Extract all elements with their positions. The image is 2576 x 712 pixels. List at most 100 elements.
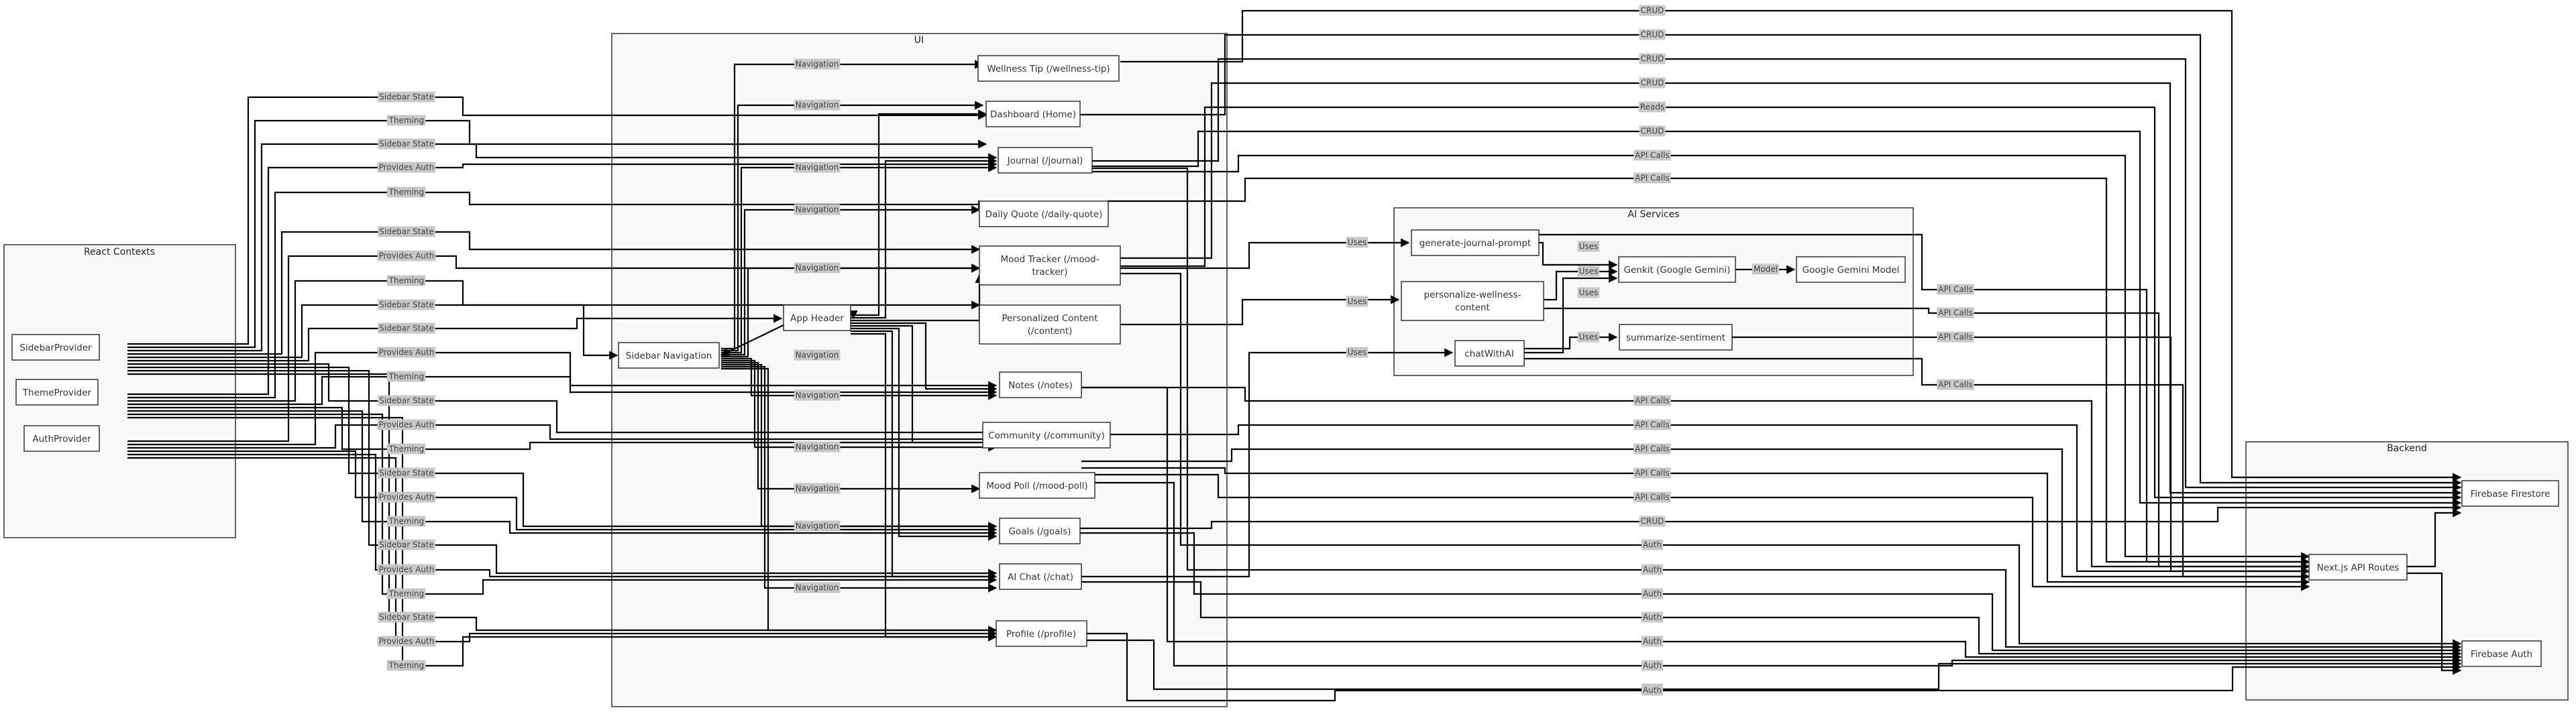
edge-label-backend: Auth [1641,539,1664,550]
edge-label-backend-text: API Calls [1635,151,1669,160]
edge-label-context-text: Theming [388,589,425,599]
edge-label-uses-text: Uses [1348,348,1367,357]
edge-label-model-text: Model [1754,265,1778,274]
node-personalize-wellness-content-label-1: personalize-wellness- [1424,290,1521,300]
edge-label-context-text: Provides Auth [379,493,435,502]
edge-label-context-text: Sidebar State [379,93,433,102]
node-notes[interactable]: Notes (/notes) [999,371,1082,398]
node-personalized-content[interactable]: Personalized Content (/content) [979,304,1121,345]
node-firebase-firestore-label: Firebase Firestore [2471,489,2551,499]
edge-label-model: Model [1752,263,1780,275]
edge-label-backend: API Calls [1633,395,1671,406]
edge-label-api-calls-text: API Calls [1938,333,1972,342]
edge-label-context-text: Sidebar State [379,396,433,406]
node-dashboard[interactable]: Dashboard (Home) [985,101,1081,127]
node-mood-tracker[interactable]: Mood Tracker (/mood- tracker) [979,245,1121,286]
node-generate-journal-prompt[interactable]: generate-journal-prompt [1411,229,1540,256]
edge-label-context-text: Theming [388,276,425,286]
edge-label-context: Theming [386,516,426,527]
edge-label-context-text: Sidebar State [379,613,433,622]
edge-label-backend-text: Auth [1643,565,1662,575]
node-google-gemini-model-label: Google Gemini Model [1803,265,1900,276]
edge-label-context-text: Theming [388,116,425,125]
node-firebase-firestore[interactable]: Firebase Firestore [2461,480,2559,507]
edge-label-context-text: Provides Auth [379,251,435,261]
edge-label-navigation: Navigation [794,390,841,401]
node-theme-provider[interactable]: ThemeProvider [15,379,99,406]
node-journal[interactable]: Journal (/journal) [998,147,1093,174]
node-summarize-sentiment[interactable]: summarize-sentiment [1619,324,1733,351]
node-auth-provider-label: AuthProvider [32,434,91,444]
node-sidebar-navigation-label: Sidebar Navigation [626,351,712,361]
cluster-react-contexts-title: React Contexts [84,247,155,257]
node-community-label: Community (/community) [988,430,1105,441]
edge-label-backend: API Calls [1633,491,1671,503]
node-mood-poll[interactable]: Mood Poll (/mood-poll) [979,472,1095,499]
edge-label-backend-text: Auth [1643,661,1662,670]
node-nextjs-api-routes[interactable]: Next.js API Routes [2308,554,2408,581]
node-ai-chat-label: AI Chat (/chat) [1008,572,1073,583]
node-app-header[interactable]: App Header [783,304,851,331]
edge-label-backend-text: Reads [1640,103,1664,112]
edge-label-context-text: Sidebar State [379,324,433,333]
node-goals[interactable]: Goals (/goals) [999,518,1081,544]
edge-label-navigation: Navigation [794,262,841,274]
edge-label-backend-text: API Calls [1635,396,1669,406]
edge-label-context-text: Provides Auth [379,348,435,357]
node-google-gemini-model[interactable]: Google Gemini Model [1796,256,1906,283]
edge-label-context: Provides Auth [377,491,436,503]
edge-label-backend-text: Auth [1643,540,1662,550]
node-personalize-wellness-content-label-2: content [1455,302,1490,313]
edge-label-backend: Auth [1641,636,1664,647]
edge-label-navigation: Navigation [794,99,841,111]
node-genkit[interactable]: Genkit (Google Gemini) [1618,256,1736,283]
node-personalize-wellness-content[interactable]: personalize-wellness- content [1401,281,1544,321]
edge-label-context-text: Provides Auth [379,637,435,646]
edge-label-backend: Auth [1641,660,1664,671]
edge-label-context-text: Theming [388,444,425,454]
edge-label-navigation: Navigation [794,204,841,215]
edge-label-uses-text: Uses [1348,297,1367,306]
edge-label-context: Provides Auth [377,250,436,261]
edge-label-context: Sidebar State [378,226,435,237]
node-personalized-content-label-2: (/content) [1028,326,1073,337]
node-sidebar-provider[interactable]: SidebarProvider [11,334,100,361]
edge-label-uses-text: Uses [1579,267,1599,276]
edge-label-api-calls-text: API Calls [1938,285,1972,294]
edge-label-context: Sidebar State [378,395,435,406]
node-personalized-content-label-1: Personalized Content [1002,313,1097,324]
edge-label-context-text: Provides Auth [379,420,435,430]
node-profile[interactable]: Profile (/profile) [996,620,1087,647]
edge-label-backend: API Calls [1633,419,1671,430]
node-auth-provider[interactable]: AuthProvider [23,425,100,452]
edge-label-context-text: Sidebar State [379,300,433,310]
edge-label-context: Theming [386,371,426,382]
node-wellness-tip[interactable]: Wellness Tip (/wellness-tip) [977,55,1120,82]
node-firebase-auth[interactable]: Firebase Auth [2461,640,2542,667]
edge-label-navigation-text: Navigation [796,205,839,215]
node-daily-quote[interactable]: Daily Quote (/daily-quote) [979,200,1109,227]
edge-label-backend: API Calls [1633,150,1671,161]
edge-label-context: Theming [386,186,426,198]
edge-label-context: Provides Auth [377,419,436,430]
edge-label-context-text: Theming [388,188,425,197]
edge-label-uses: Uses [1577,331,1600,343]
edge-label-context: Sidebar State [378,611,435,623]
edge-label-backend: Reads [1638,101,1666,113]
edge-label-backend-text: API Calls [1635,174,1669,183]
edge-label-backend: CRUD [1639,53,1666,64]
edge-label-uses-text: Uses [1579,288,1599,298]
edge-label-api-calls: API Calls [1937,379,1974,390]
node-community[interactable]: Community (/community) [982,422,1111,449]
node-ai-chat[interactable]: AI Chat (/chat) [999,563,1082,590]
edge-label-context-text: Sidebar State [379,540,433,550]
edge-label-context: Provides Auth [377,564,436,575]
node-mood-tracker-label-1: Mood Tracker (/mood- [1001,254,1099,265]
node-nextjs-api-routes-label: Next.js API Routes [2317,562,2400,573]
edge-label-navigation: Navigation [794,349,841,361]
node-sidebar-navigation[interactable]: Sidebar Navigation [618,342,720,369]
node-chat-with-ai[interactable]: chatWithAI [1454,340,1525,367]
edge-label-context: Sidebar State [378,138,435,150]
edge-label-navigation: Navigation [794,582,841,593]
edge-label-navigation-text: Navigation [796,391,839,400]
